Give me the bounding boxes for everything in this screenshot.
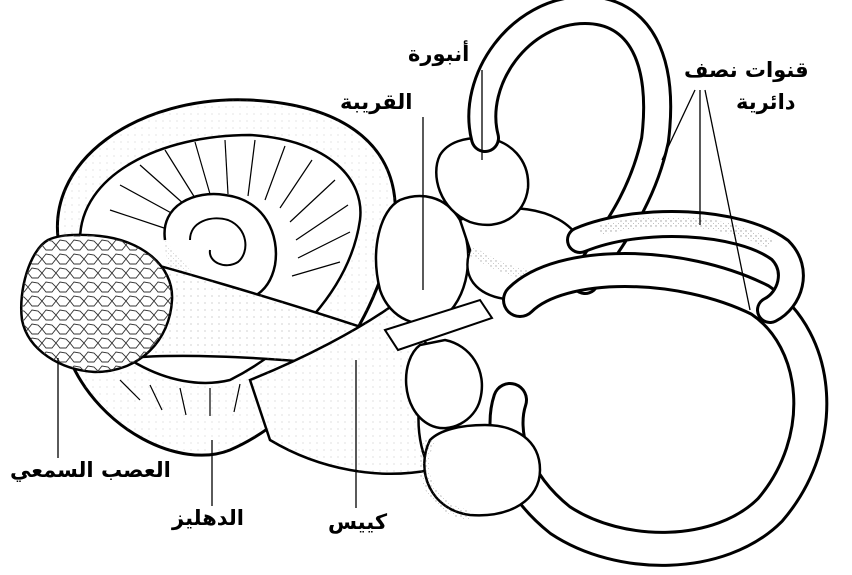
vestibule — [248, 298, 432, 475]
utricle-label: القريبة — [340, 90, 413, 114]
auditory-nerve — [20, 233, 393, 374]
vestibule-label: الدهليز — [172, 506, 244, 530]
auditory-nerve-label: العصب السمعي — [10, 458, 171, 482]
saccule — [383, 298, 542, 520]
leader-lines — [57, 70, 751, 508]
semicircular-canals — [467, 0, 829, 567]
semicircular-canals-label-line2: دائرية — [736, 90, 796, 114]
semicircular-canals-label-line1: قنوات نصف — [684, 58, 809, 82]
saccule-label: كييس — [328, 510, 388, 534]
ampulla-label: أنبورة — [408, 42, 470, 66]
